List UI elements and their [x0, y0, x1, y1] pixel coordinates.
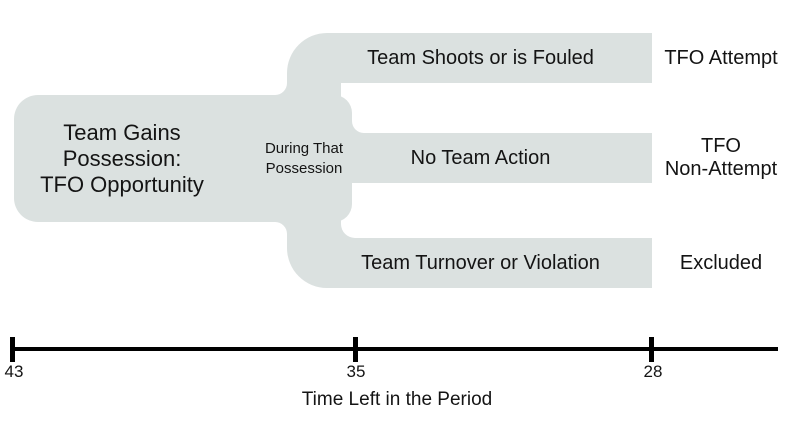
root-box [14, 95, 352, 222]
fillet-notch [352, 117, 368, 133]
branch-bar-shoots [327, 33, 652, 83]
fillet-notch [341, 222, 357, 238]
timeline-tick-label-43: 43 [4, 362, 24, 381]
root-box-sublabel: During That Possession [252, 95, 356, 222]
timeline-tick-28 [649, 337, 654, 362]
branch-condition-text: Team Turnover or Violation [361, 251, 600, 274]
branch-outcome-excluded: Excluded [653, 238, 789, 288]
branch-condition-text: No Team Action [410, 146, 551, 169]
branch-outcome-text: Non-Attempt [664, 158, 778, 180]
timeline-tick-35 [353, 337, 358, 362]
root-box-sublabel-line: Possession [265, 159, 343, 177]
timeline-axis-line [12, 347, 778, 351]
root-box-title-line: Possession: [62, 145, 182, 171]
timeline-axis-title-text: Time Left in the Period [301, 389, 493, 410]
root-box-title-line: TFO Opportunity [40, 171, 204, 197]
branch-bar-turnover [327, 238, 652, 288]
branch-outcome-tfo-attempt: TFO Attempt [653, 33, 789, 83]
branch-outcome-text: Excluded [679, 251, 763, 274]
branch-condition-shoots: Team Shoots or is Fouled [310, 33, 651, 83]
branch-outcome-tfo-non-attempt: TFO Non-Attempt [653, 132, 789, 184]
fillet-notch [271, 222, 287, 238]
branch-condition-turnover: Team Turnover or Violation [310, 238, 651, 288]
branch-condition-no-action: No Team Action [310, 133, 651, 183]
branch-bar-no-action [345, 133, 652, 183]
timeline-tick-label-28: 28 [643, 362, 663, 381]
timeline-tick-label-35: 35 [346, 362, 366, 381]
root-box-sublabel-line: During That [264, 139, 344, 157]
branch-condition-text: Team Shoots or is Fouled [367, 46, 594, 69]
root-box-title-line: Team Gains [63, 119, 181, 145]
timeline-tick-43 [10, 337, 15, 362]
branch-outcome-text: TFO [701, 135, 741, 157]
root-box-title: Team Gains Possession: TFO Opportunity [14, 95, 230, 222]
fillet-notch [271, 79, 287, 95]
branch-outcome-text: TFO Attempt [664, 46, 778, 69]
timeline-axis-title: Time Left in the Period [247, 388, 547, 412]
